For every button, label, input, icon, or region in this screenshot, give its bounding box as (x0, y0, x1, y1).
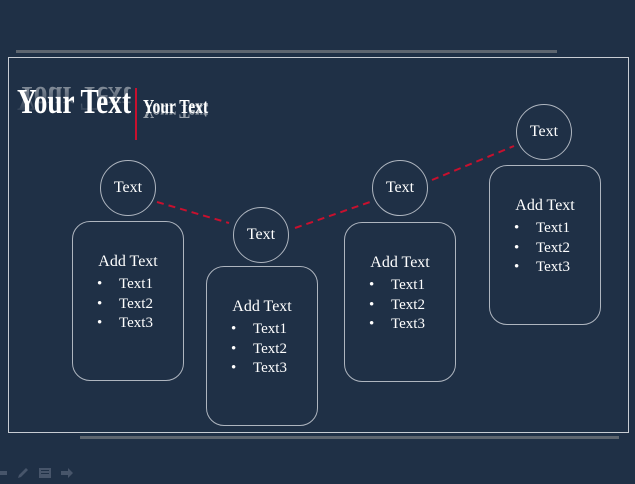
bottom-rule (80, 436, 619, 439)
node-2-list: •Text1 •Text2 •Text3 (231, 320, 287, 379)
node-1-circle-label: Text (113, 179, 143, 196)
node-2-circle: Text (233, 207, 289, 263)
list-item: •Text2 (514, 239, 570, 256)
list-item: •Text1 (97, 276, 153, 292)
list-item: •Text2 (369, 296, 425, 313)
slide-menu-icon[interactable] (38, 466, 52, 480)
slide-frame (8, 57, 629, 433)
list-item: •Text2 (97, 295, 153, 312)
node-4-circle: Text (516, 104, 572, 160)
list-item: •Text3 (97, 315, 153, 331)
node-3-circle-label: Text (385, 179, 415, 196)
pen-icon[interactable] (16, 466, 30, 480)
list-item: •Text1 (514, 220, 570, 236)
next-arrow-icon[interactable] (60, 466, 74, 480)
prev-arrow-icon[interactable] (0, 466, 8, 480)
slideshow-toolbar (0, 466, 74, 480)
node-3-card-title: Add Text (370, 254, 430, 271)
connector-2-3 (294, 201, 371, 229)
node-3-card: Add Text •Text1 •Text2 •Text3 (344, 222, 456, 382)
list-item: •Text1 (369, 277, 425, 293)
top-rule (16, 50, 557, 53)
node-2-circle-label: Text (246, 226, 276, 243)
node-4-circle-label: Text (529, 123, 559, 140)
node-2-card-title: Add Text (232, 298, 292, 315)
title-main: Your Text (17, 82, 132, 121)
list-item: •Text3 (369, 316, 425, 332)
node-1-circle: Text (100, 160, 156, 216)
node-4-list: •Text1 •Text2 •Text3 (514, 219, 570, 278)
node-3-circle: Text (372, 160, 428, 216)
node-2-card: Add Text •Text1 •Text2 •Text3 (206, 266, 318, 426)
list-item: •Text3 (231, 360, 287, 376)
connector-1-2 (156, 201, 230, 224)
node-1-card-title: Add Text (98, 253, 158, 270)
node-3-list: •Text1 •Text2 •Text3 (369, 276, 425, 335)
list-item: •Text1 (231, 321, 287, 337)
connector-3-4 (431, 145, 515, 181)
node-4-card: Add Text •Text1 •Text2 •Text3 (489, 165, 601, 325)
title-divider (135, 88, 137, 140)
node-1-list: •Text1 •Text2 •Text3 (97, 275, 153, 334)
node-4-card-title: Add Text (515, 197, 575, 214)
list-item: •Text3 (514, 259, 570, 275)
node-1-card: Add Text •Text1 •Text2 •Text3 (72, 221, 184, 381)
list-item: •Text2 (231, 340, 287, 357)
title-sub: Your Text (143, 96, 209, 118)
